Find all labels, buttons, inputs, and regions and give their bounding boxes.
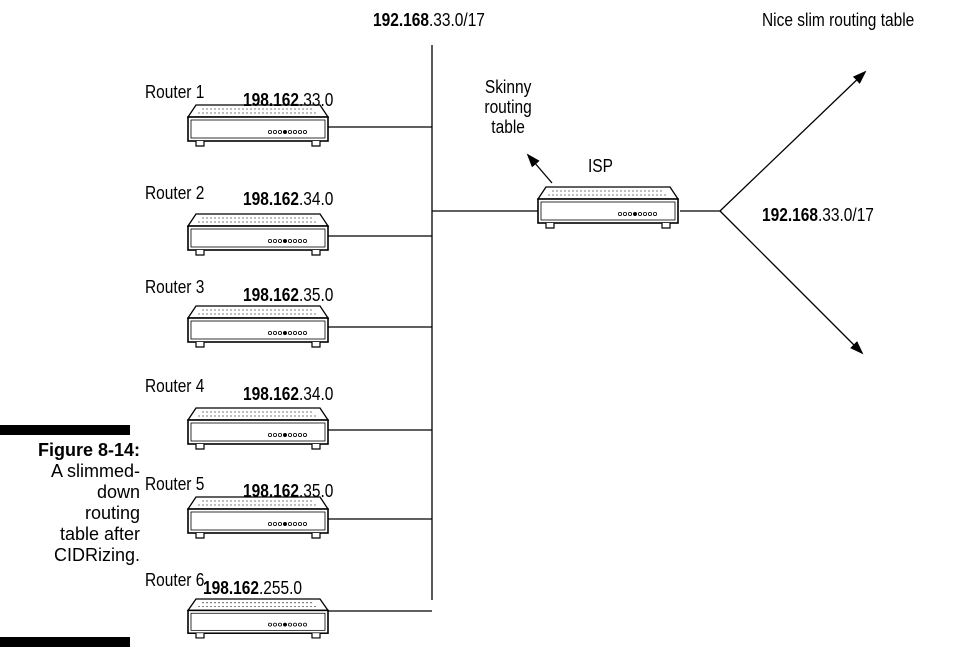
- router-2-network: 198.162.34.0: [243, 189, 334, 209]
- router-3-device-icon: [187, 305, 329, 348]
- router-4-name: Router 4: [145, 376, 205, 396]
- router-5-device-icon: [187, 496, 329, 539]
- isp-label: ISP: [588, 156, 613, 176]
- router-6-device-icon: [187, 598, 329, 639]
- caption-line: table after: [59, 524, 140, 544]
- router-3-name: Router 3: [145, 277, 205, 297]
- caption-line: down: [96, 482, 140, 502]
- router-6-name: Router 6: [145, 570, 205, 590]
- router-1-name: Router 1: [145, 82, 205, 102]
- right-network-label: 192.168.33.0/17: [762, 205, 874, 225]
- figure-number: Figure 8-14:: [37, 440, 140, 460]
- router-5-network: 198.162.35.0: [243, 481, 334, 501]
- router-6-network: 198.162.255.0: [203, 578, 303, 598]
- figure-caption: Figure 8-14: A slimmed- down routing tab…: [10, 440, 140, 566]
- caption-line: CIDRizing.: [53, 545, 140, 565]
- router-2-device-icon: [187, 213, 329, 256]
- isp-device-icon: [537, 186, 679, 229]
- fork-arrow-up: [719, 70, 867, 212]
- router-3-network: 198.162.35.0: [243, 285, 334, 305]
- fork-arrow-down: [719, 210, 864, 355]
- caption-top-bar: [0, 425, 130, 435]
- caption-line: A slimmed-: [50, 461, 140, 481]
- caption-line: routing: [84, 503, 140, 523]
- slim-routing-note: Nice slim routing table: [762, 10, 915, 30]
- top-network-label: 192.168.33.0/17: [373, 10, 485, 30]
- skinny-routing-note: Skinny routing table: [484, 77, 532, 137]
- caption-bottom-bar: [0, 637, 130, 647]
- router-4-network: 198.162.34.0: [243, 384, 334, 404]
- router-4-device-icon: [187, 407, 329, 450]
- router-5-name: Router 5: [145, 474, 205, 494]
- router-1-device-icon: [187, 104, 329, 147]
- skinny-arrow: [526, 153, 553, 184]
- router-2-name: Router 2: [145, 183, 205, 203]
- router-1-network: 198.162.33.0: [243, 90, 334, 110]
